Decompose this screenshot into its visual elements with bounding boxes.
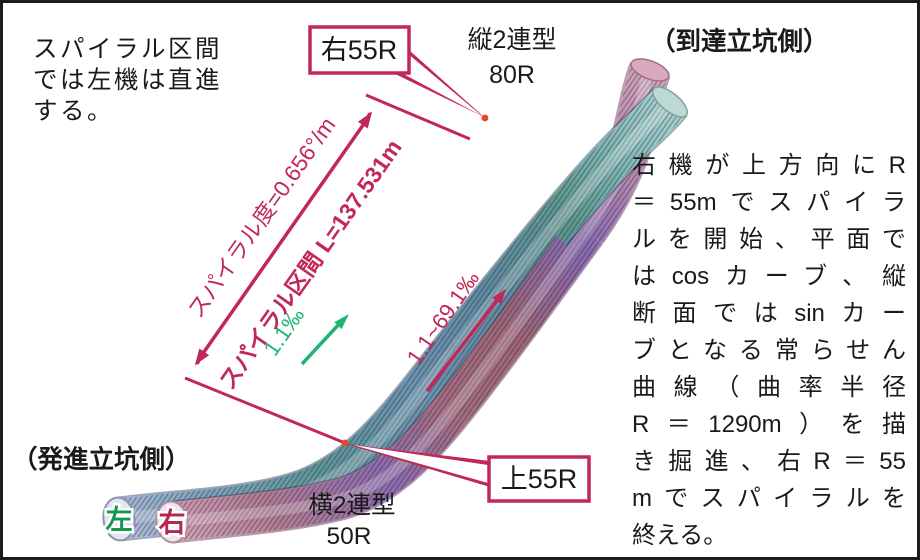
spiral-dimension-arrow — [195, 112, 372, 365]
launch-shaft-label: （発進立坑側） — [12, 445, 191, 474]
tunnel-left-face — [102, 496, 136, 542]
vertical-twin-label: 縦2連型 — [468, 26, 557, 54]
spiral-rate-label: スパイラル度=0.656°/m — [183, 113, 340, 323]
tunnel-left-end-cap — [651, 86, 689, 118]
arrival-shaft-label: （到達立坑側） — [650, 27, 829, 56]
tunnel-left-face-label: 左 — [106, 505, 133, 535]
callout-right-55r: 右55R — [308, 25, 489, 122]
callout-up-55r-text: 上55R — [501, 464, 578, 494]
description-line: ルを開始、平面で — [632, 226, 906, 253]
description-line: はcosカーブ、縦 — [632, 263, 906, 290]
description-line: 右機が上方向にR — [632, 152, 906, 179]
horizontal-twin-radius: 50R — [327, 523, 372, 550]
description-line: 曲線（曲率半径 — [632, 374, 906, 401]
description-line: mでスパイラルを — [632, 485, 906, 512]
witness-line-bottom — [184, 376, 346, 445]
gradient-left-arrow — [300, 314, 349, 366]
vertical-twin-radius: 80R — [489, 61, 535, 89]
tunnel-right-face — [155, 500, 189, 544]
description-line: R＝1290m）を描 — [632, 411, 906, 438]
tunnel-left-machine-upper — [532, 86, 689, 246]
callout-up-55r-wedge — [346, 444, 490, 487]
horizontal-twin-label: 横2連型 — [308, 491, 395, 519]
description-line: ＝55mでスパイラ — [632, 189, 906, 216]
callout-up-55r: 上55R — [341, 439, 591, 503]
spiral-start-dot-top — [481, 114, 489, 122]
description-line: 断面ではsinカー — [632, 300, 906, 327]
description-line: 終える。 — [632, 522, 728, 549]
witness-line-top — [365, 93, 471, 141]
note-spiral-section: スパイラル区間 では左機は直進 する。 — [33, 34, 222, 127]
gradient-right-arrow — [425, 289, 506, 393]
note-line: では左機は直進 — [33, 67, 222, 94]
description-line: き掘進、右R＝55 — [632, 448, 906, 475]
tunnel-right-end-cap — [630, 58, 670, 82]
description-line: ブとなる常らせん — [632, 337, 906, 364]
note-line: する。 — [33, 98, 114, 125]
note-line: スパイラル区間 — [33, 36, 222, 63]
callout-right-55r-text: 右55R — [321, 35, 398, 65]
description-right-machine: 右機が上方向にR ＝55mでスパイラ ルを開始、平面で はcosカーブ、縦 断面… — [632, 147, 906, 554]
spiral-start-dot-bottom — [341, 439, 349, 447]
tunnel-right-face-label: 右 — [159, 508, 186, 538]
